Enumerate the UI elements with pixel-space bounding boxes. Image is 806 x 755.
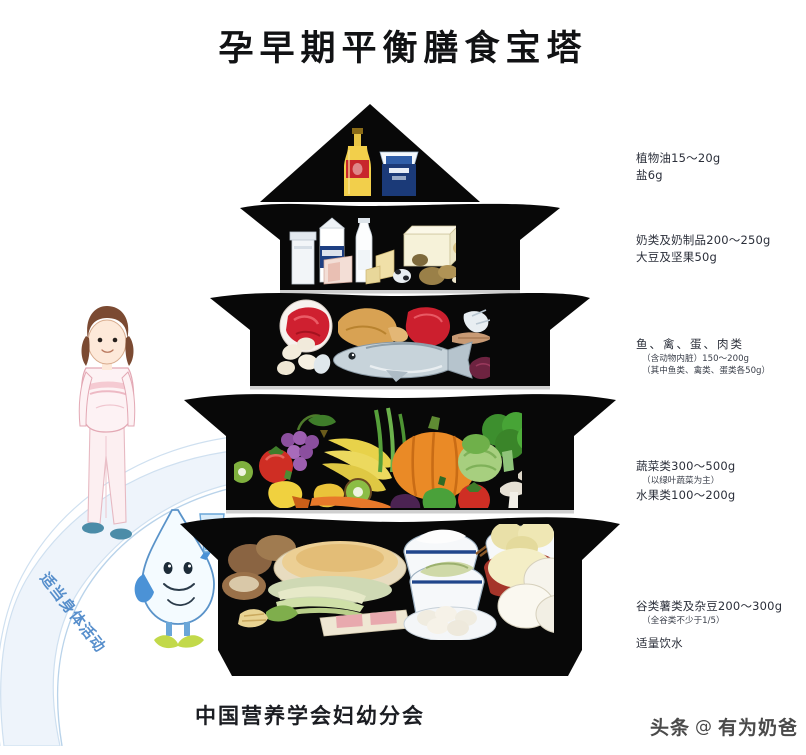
annotation-line: 水果类100～200g bbox=[636, 488, 736, 503]
watermark-source: 头条 bbox=[649, 717, 690, 739]
annotation-line: （其中鱼类、禽类、蛋类各50g） bbox=[642, 366, 771, 377]
annotation-line: 谷类薯类及杂豆200～300g bbox=[636, 599, 783, 613]
watermark-author: 有为奶爸 bbox=[717, 717, 798, 739]
noodle-bowl-icon bbox=[409, 535, 505, 621]
food-pyramid bbox=[180, 100, 620, 680]
tier-protein-shape bbox=[210, 292, 590, 390]
annotation-line: （含动物内脏）150～200g bbox=[642, 353, 750, 364]
tier-grains-shape bbox=[180, 517, 620, 676]
annotation-line: （以绿叶蔬菜为主） bbox=[642, 475, 720, 486]
annotation-tier-protein: 鱼、禽、蛋、肉类 （含动物内脏）150～200g （其中鱼类、禽类、蛋类各50g… bbox=[636, 336, 770, 378]
tomato-2-icon bbox=[458, 482, 490, 508]
annotation-tier-grains: 谷类薯类及杂豆200～300g （全谷类不少于1/5） 适量饮水 bbox=[636, 598, 782, 652]
annotation-line: 蔬菜类300～500g bbox=[636, 459, 736, 473]
liver-icon bbox=[452, 332, 490, 345]
beans-icon bbox=[393, 269, 456, 283]
yogurt-jar-icon bbox=[289, 231, 317, 285]
fish-icon bbox=[333, 341, 473, 382]
grapes-icon bbox=[281, 414, 336, 471]
shrimp-icon bbox=[463, 309, 490, 333]
milk-bottle-icon bbox=[355, 218, 373, 283]
mushroom-icon bbox=[500, 470, 522, 508]
pregnant-woman-figure bbox=[56, 296, 166, 548]
annotation-line: 植物油15～20g bbox=[636, 151, 721, 165]
eggplant-icon bbox=[390, 493, 421, 508]
processed-cheese-icon bbox=[323, 255, 353, 285]
dumplings-icon bbox=[403, 606, 497, 640]
bread-icon bbox=[222, 535, 296, 600]
annotation-column: 植物油15～20g 盐6g 奶类及奶制品200～250g 大豆及坚果50g 鱼、… bbox=[636, 0, 806, 746]
nuts-icon bbox=[412, 242, 456, 285]
green-pepper-icon bbox=[422, 476, 457, 508]
page-title: 孕早期平衡膳食宝塔 bbox=[218, 28, 588, 69]
red-meat-icon bbox=[279, 299, 333, 353]
tier-dairy-soy-shape bbox=[240, 203, 560, 294]
annotation-line: 奶类及奶制品200～250g bbox=[636, 233, 771, 247]
tier-oil-salt-shape bbox=[260, 104, 480, 202]
oil-bottle-icon bbox=[344, 128, 371, 196]
cake-bar-icon bbox=[319, 609, 411, 637]
organization-caption: 中国营养学会妇幼分会 bbox=[195, 704, 425, 728]
watermark-at-icon: @ bbox=[694, 716, 713, 737]
chicken-icon bbox=[338, 308, 408, 349]
tier-vegetables-fruit-shape bbox=[184, 394, 616, 514]
annotation-line: （全谷类不少于1/5） bbox=[642, 615, 725, 626]
eggs-icon bbox=[277, 337, 331, 376]
steamed-bun-icon bbox=[497, 557, 554, 633]
cabbage-icon bbox=[458, 434, 502, 482]
annotation-tier-oil-salt: 植物油15～20g 盐6g bbox=[636, 150, 720, 183]
corn-icon bbox=[238, 609, 268, 628]
pepper-icon bbox=[268, 470, 344, 508]
green-veg-icon bbox=[266, 605, 298, 622]
organ-meat-icon bbox=[469, 357, 490, 379]
annotation-line: 盐6g bbox=[636, 167, 663, 182]
tomato-icon bbox=[259, 446, 293, 483]
banana-icon bbox=[320, 430, 394, 492]
salt-box-icon bbox=[379, 151, 419, 196]
annotation-tier-vegetables-fruit: 蔬菜类300～500g （以绿叶蔬菜为主） 水果类100～200g bbox=[636, 458, 735, 504]
annotation-line: 适量饮水 bbox=[636, 636, 683, 651]
pork-icon bbox=[405, 307, 451, 347]
cheese-icon bbox=[365, 249, 395, 285]
pumpkin-icon bbox=[392, 416, 476, 500]
annotation-line: 鱼、禽、蛋、肉类 bbox=[636, 337, 744, 351]
annotation-line: 大豆及坚果50g bbox=[636, 249, 718, 264]
watermark: 头条 @ 有为奶爸 bbox=[650, 713, 798, 740]
broccoli-icon bbox=[482, 412, 522, 472]
annotation-tier-dairy-soy: 奶类及奶制品200～250g 大豆及坚果50g bbox=[636, 232, 771, 265]
